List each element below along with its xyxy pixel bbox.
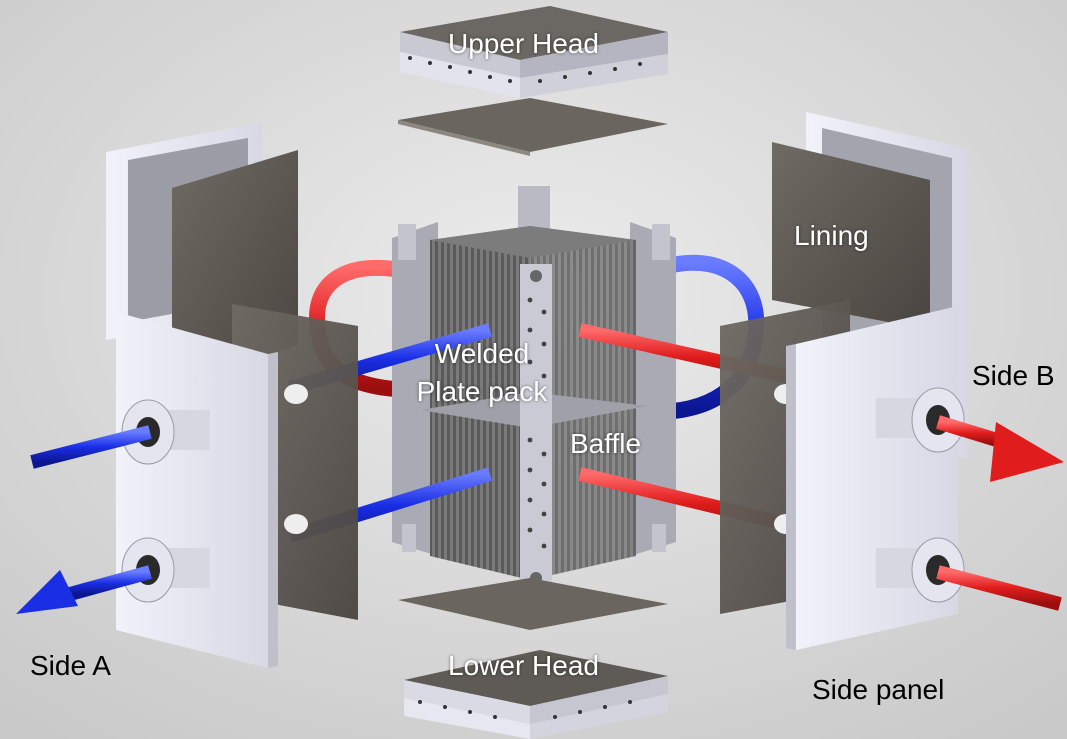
label-baffle: Baffle	[570, 428, 642, 459]
side-a-arrowhead	[16, 570, 78, 614]
lower-lining-sheet	[398, 578, 668, 630]
label-side-a: Side A	[30, 650, 111, 681]
label-plate-pack: Plate pack	[416, 376, 548, 407]
label-side-b: Side B	[972, 360, 1055, 391]
lower-head	[404, 650, 668, 739]
welded-plate-pack	[392, 186, 676, 590]
side-b-arrowhead	[990, 422, 1064, 482]
label-upper-head: Upper Head	[448, 28, 599, 59]
label-lining: Lining	[794, 220, 869, 251]
side-b-inlet-arrow	[936, 565, 1062, 611]
label-lower-head: Lower Head	[448, 650, 599, 681]
side-a-outlet-arrow	[68, 565, 152, 601]
right-lining	[772, 142, 930, 330]
label-welded: Welded	[434, 338, 530, 369]
left-side-panel	[116, 312, 278, 668]
side-a-inlet-arrow	[30, 425, 152, 469]
upper-lining-sheet	[398, 98, 668, 152]
label-side-panel: Side panel	[812, 674, 945, 705]
right-side-panel	[786, 306, 965, 650]
